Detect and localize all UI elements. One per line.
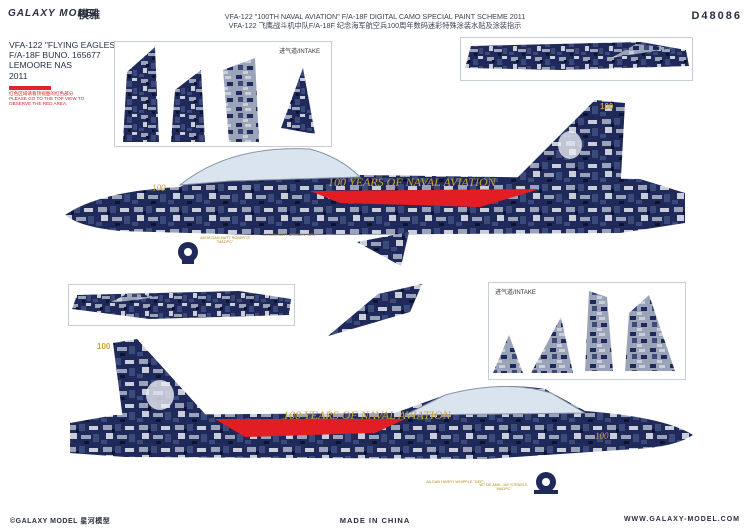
banner-text-lower: 100 YEARS OF NAVAL AVIATION bbox=[283, 408, 452, 422]
note-en: PLEASE GO TO THE TOP VIEW TO OBSERVE THE… bbox=[9, 96, 85, 107]
callout-pilot-d: W7 DE AMK. JAY STENELS "MADPC" bbox=[479, 483, 528, 492]
modex-upper: 100 bbox=[152, 183, 166, 193]
eagle-emblem-lower bbox=[146, 380, 174, 410]
eagle-emblem-upper bbox=[558, 131, 582, 159]
footer-website[interactable]: WWW.GALAXY-MODEL.COM bbox=[623, 516, 740, 523]
red-area-swatch bbox=[9, 86, 51, 90]
brand-logo: GALAXY MODEL bbox=[8, 8, 101, 19]
title-en: VFA-122 "100TH NAVAL AVIATION" F/A-18F D… bbox=[224, 12, 526, 21]
footer-origin: MADE IN CHINA bbox=[339, 516, 411, 525]
top-view-wing bbox=[465, 42, 689, 70]
callout-pilot-c: AA DAN HARRY WHIPPLE "DEF" bbox=[426, 480, 484, 484]
roundel-upper bbox=[178, 242, 198, 264]
red-area-note: 红色区域请看顶视图的红色部分 PLEASE GO TO THE TOP VIEW… bbox=[9, 91, 89, 107]
intake-parts-bottom bbox=[493, 291, 675, 373]
callout-pilot-a: AEOA DAN MATT ROBERTS "MADPC" bbox=[200, 236, 250, 245]
banner-text-upper: 100 YEARS OF NAVAL AVIATION bbox=[328, 175, 497, 189]
modex-lower: 100 bbox=[595, 431, 609, 441]
top-view-panel bbox=[460, 37, 693, 81]
stabilator-lower bbox=[328, 284, 422, 336]
intake-panel-bottom: 进气道/INTAKE bbox=[488, 282, 686, 380]
intake-label-bottom: 进气道/INTAKE bbox=[495, 290, 536, 296]
note-cn: 红色区域请看顶视图的红色部分 bbox=[9, 91, 74, 96]
info-unit: VFA-122 "FLYING EAGLES" bbox=[9, 40, 119, 50]
bottom-view-wing bbox=[72, 291, 291, 319]
roundel-lower bbox=[534, 472, 558, 494]
modex-tail-lower: 100 bbox=[97, 342, 111, 351]
jet-side-view-left: 100 YEARS OF NAVAL AVIATION 100 100 bbox=[65, 100, 685, 235]
footer-brand: ©GALAXY MODEL 星河模型 bbox=[10, 518, 111, 525]
callout-pilot-b: AA DAN MATT BRUBLIN "BEE" bbox=[262, 233, 317, 237]
info-base: LEMOORE NAS bbox=[9, 60, 73, 71]
info-buno: F/A-18F BUNO. 165677 bbox=[9, 50, 101, 61]
stabilator-upper bbox=[357, 232, 409, 266]
bottom-view-panel bbox=[68, 284, 295, 326]
product-code: D48086 bbox=[691, 10, 742, 22]
modex-tail-upper: 100 bbox=[600, 102, 614, 111]
intake-parts-top bbox=[123, 47, 315, 142]
intake-label-top: 进气道/INTAKE bbox=[279, 49, 320, 55]
intake-panel-top: 进气道/INTAKE bbox=[114, 41, 332, 147]
jet-side-view-right: 100 YEARS OF NAVAL AVIATION 100 100 bbox=[70, 339, 693, 459]
aircraft-info: VFA-122 "FLYING EAGLES" F/A-18F BUNO. 16… bbox=[9, 40, 118, 81]
title-cn: VFA-122 飞鹰战斗机中队F/A-18F 纪念海军航空兵100周年数码迷彩特… bbox=[228, 21, 522, 30]
info-year: 2011 bbox=[9, 70, 28, 81]
brand-logo-cn: 模雅 bbox=[78, 9, 100, 21]
